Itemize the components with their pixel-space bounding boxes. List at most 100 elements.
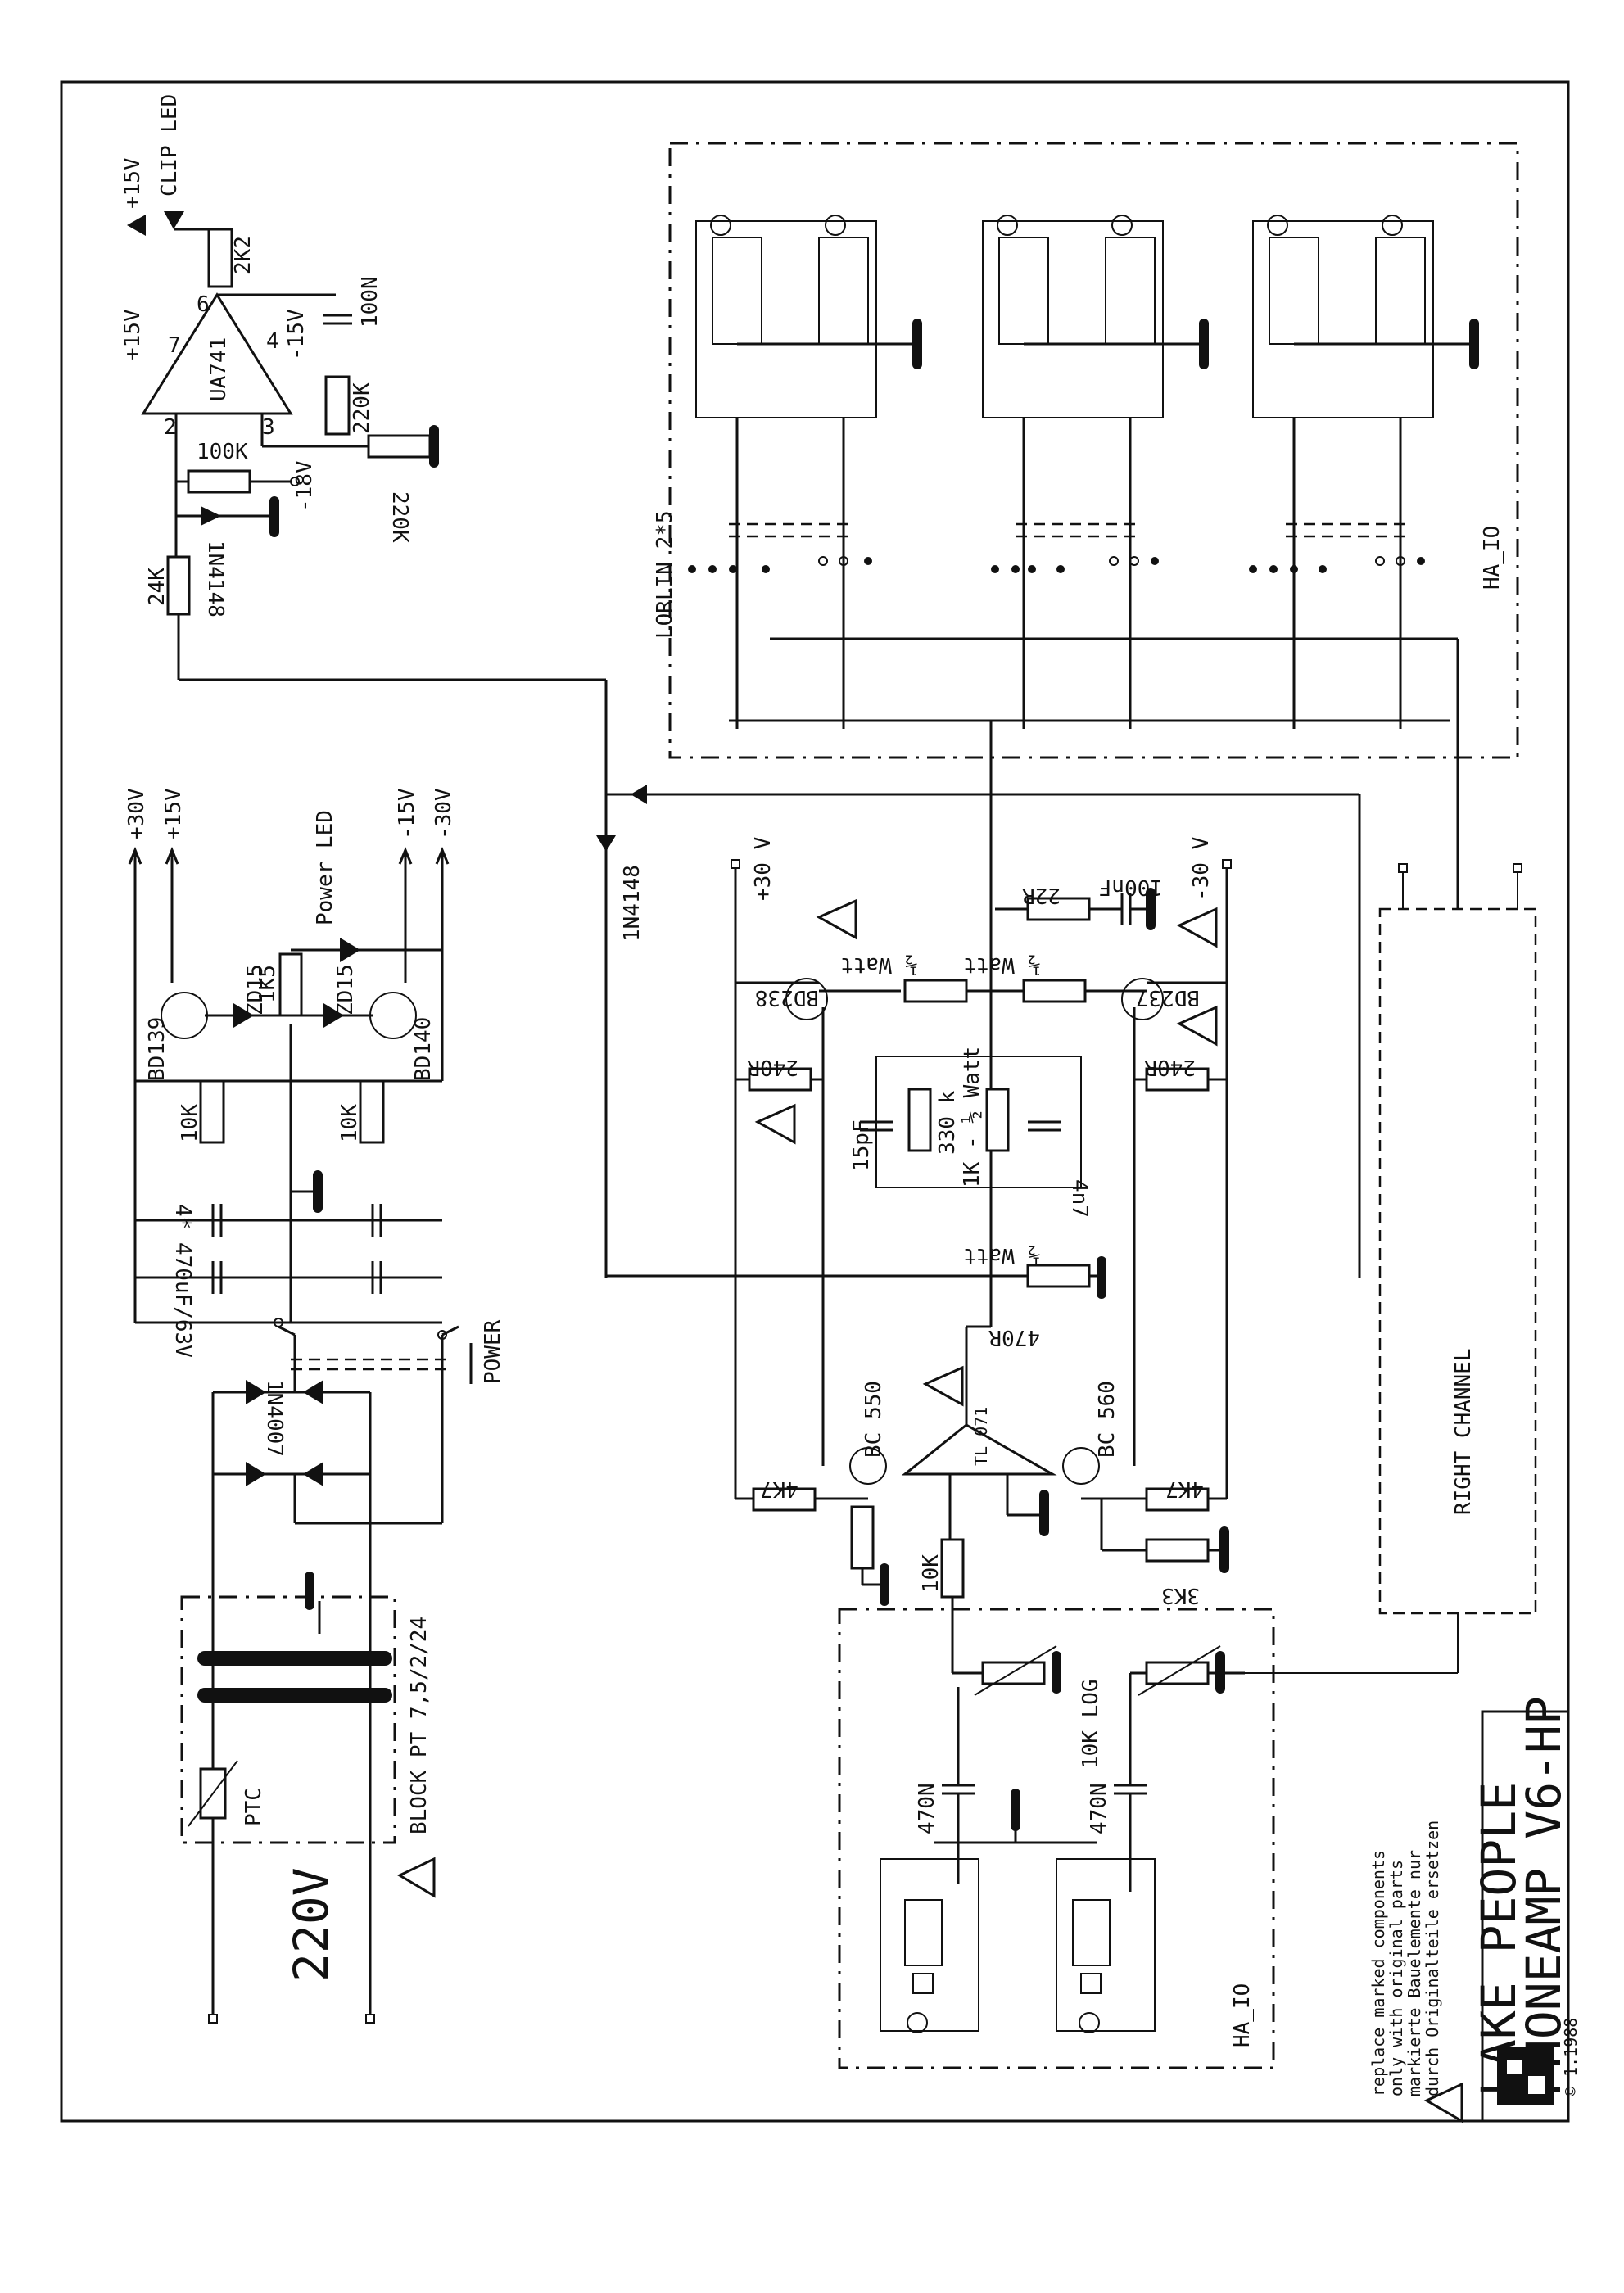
power-led-icon <box>340 938 360 962</box>
jack-pair-3 <box>1252 215 1479 418</box>
diode-icon <box>246 1462 266 1486</box>
resistor-10k-input <box>940 1538 965 1599</box>
transistor-bd238 <box>785 978 828 1020</box>
resistor-half-watt <box>1022 979 1087 1003</box>
svg-text:½ Watt: ½ Watt <box>963 1243 1040 1268</box>
resistor-3k3 <box>1145 1538 1210 1563</box>
svg-text:3K3: 3K3 <box>1161 1583 1200 1608</box>
switch-section: LORLIN 2*5 HA_IO <box>653 142 1519 1327</box>
clip-led-label: CLIP LED <box>157 94 182 197</box>
svg-text:330 k: 330 k <box>935 1090 960 1155</box>
clip-section: +15V CLIP LED 2K2 UA741 7 6 4 2 3 +15V -… <box>120 94 608 1278</box>
svg-text:only with original parts: only with original parts <box>1387 1860 1406 2096</box>
diode-main-label: 1N4148 <box>620 865 645 942</box>
transformer-label: BLOCK PT 7,5/2/24 <box>407 1617 432 1834</box>
svg-text:15pF: 15pF <box>849 1119 874 1171</box>
jack-icon <box>825 215 846 236</box>
resistor-10k <box>199 1079 225 1144</box>
svg-text:-18V: -18V <box>292 460 317 512</box>
warning-triangle-icon <box>1176 907 1218 948</box>
svg-text:24K: 24K <box>145 568 170 606</box>
svg-text:½ Watt: ½ Watt <box>963 952 1040 977</box>
mains-section: 220V PTC BLOCK PT 7,5/2/24 1N4007 <box>180 1318 505 2024</box>
svg-text:-30 V: -30 V <box>1189 837 1214 901</box>
svg-text:1K - ½ Watt: 1K - ½ Watt <box>960 1047 984 1187</box>
svg-text:replace marked components: replace marked components <box>1368 1850 1388 2096</box>
svg-text:BD140: BD140 <box>411 1017 436 1081</box>
jack-pair-1 <box>695 215 922 418</box>
resistor-10k <box>359 1079 385 1144</box>
mains-voltage: 220V <box>283 1867 339 1982</box>
model-title: PHONEAMP V6-HP <box>1516 1696 1572 2096</box>
resistor-240r <box>1145 1067 1210 1092</box>
resistor-1k5 <box>278 952 303 1017</box>
resistor-100k <box>187 469 251 494</box>
svg-text:3: 3 <box>262 415 275 440</box>
zener-icon <box>233 1003 254 1028</box>
svg-text:UA741: UA741 <box>206 337 231 401</box>
svg-text:22R: 22R <box>1022 883 1061 907</box>
rail-m15: -15V <box>395 788 419 839</box>
warning-triangle-icon <box>1423 2082 1463 2123</box>
rail-p30: +30V <box>124 788 149 839</box>
jack-pair-2 <box>982 215 1209 418</box>
jack-icon <box>1382 215 1403 236</box>
rail-p15: +15V <box>161 788 186 839</box>
switch-contacts <box>688 556 1425 573</box>
transistor-bc550 <box>849 1447 887 1485</box>
svg-text:220K: 220K <box>350 382 374 434</box>
input-ha-io-label: HA_IO <box>1230 1983 1255 2047</box>
svg-text:BC 560: BC 560 <box>1095 1381 1120 1458</box>
amp-section: 1N4148 +30 V -30 V ½ Watt ½ Watt <box>596 785 1537 1615</box>
resistor-half-watt <box>903 979 968 1003</box>
svg-text:TL 071: TL 071 <box>971 1407 991 1466</box>
svg-text:2: 2 <box>164 415 177 440</box>
mains-terminal-2 <box>365 2014 375 2024</box>
svg-text:220K: 220K <box>387 491 412 543</box>
svg-text:PTC: PTC <box>242 1788 266 1826</box>
svg-text:470R: 470R <box>988 1325 1040 1350</box>
svg-text:7: 7 <box>168 333 181 358</box>
volume-pot <box>1145 1661 1210 1685</box>
notes-block: replace marked components only with orig… <box>1368 1820 1442 2096</box>
mains-terminal-1 <box>208 2014 218 2024</box>
svg-text:-15V: -15V <box>284 309 309 360</box>
svg-text:4: 4 <box>266 329 279 354</box>
svg-text:100nF: 100nF <box>1099 875 1163 899</box>
pot-label: 10K LOG <box>1079 1679 1103 1769</box>
input-jack-icon <box>907 2012 928 2033</box>
svg-text:240R: 240R <box>747 1055 798 1079</box>
svg-text:6: 6 <box>197 292 210 317</box>
copyright: © 1.1988 <box>1561 2018 1581 2096</box>
svg-text:½ Watt: ½ Watt <box>840 952 917 977</box>
transistor-bd140 <box>369 992 417 1039</box>
title-block: LAKE PEOPLE PHONEAMP V6-HP © 1.1988 <box>1471 1696 1581 2123</box>
svg-text:BD237: BD237 <box>1136 985 1200 1010</box>
resistor-bias <box>850 1505 875 1570</box>
resistor-1k <box>985 1088 1010 1152</box>
brand-title: LAKE PEOPLE <box>1471 1782 1527 2096</box>
zener-icon <box>323 1003 344 1028</box>
rectifier-label: 1N4007 <box>262 1380 287 1457</box>
warning-triangle-icon <box>396 1857 436 1898</box>
switch-block-label: LORLIN 2*5 <box>653 510 677 639</box>
svg-text:markierte Bauelemente nur: markierte Bauelemente nur <box>1405 1850 1424 2096</box>
svg-text:4K7: 4K7 <box>760 1477 798 1501</box>
ha-io-label: HA_IO <box>1480 526 1504 590</box>
svg-text:durch Originalteile ersetzen: durch Originalteile ersetzen <box>1423 1820 1442 2096</box>
jack-icon <box>997 215 1018 236</box>
opamp-tl071 <box>901 1423 1057 1476</box>
resistor-2k2 <box>207 228 233 288</box>
svg-text:2K2: 2K2 <box>231 236 256 274</box>
input-box <box>838 1608 1275 2069</box>
diode-icon <box>246 1380 266 1404</box>
svg-text:4K7: 4K7 <box>1165 1477 1204 1501</box>
input-section: HA_IO 10K LOG 470N 470N <box>838 1597 1459 2069</box>
resistor-330k <box>907 1088 932 1152</box>
svg-text:10K: 10K <box>337 1104 362 1142</box>
supply-section: 4* 470uF/63V +30V +15V -15V -30V BD139 <box>124 788 456 1357</box>
warning-triangle-icon <box>816 898 857 940</box>
svg-text:470N: 470N <box>1087 1783 1111 1834</box>
svg-text:BC 550: BC 550 <box>862 1381 886 1458</box>
